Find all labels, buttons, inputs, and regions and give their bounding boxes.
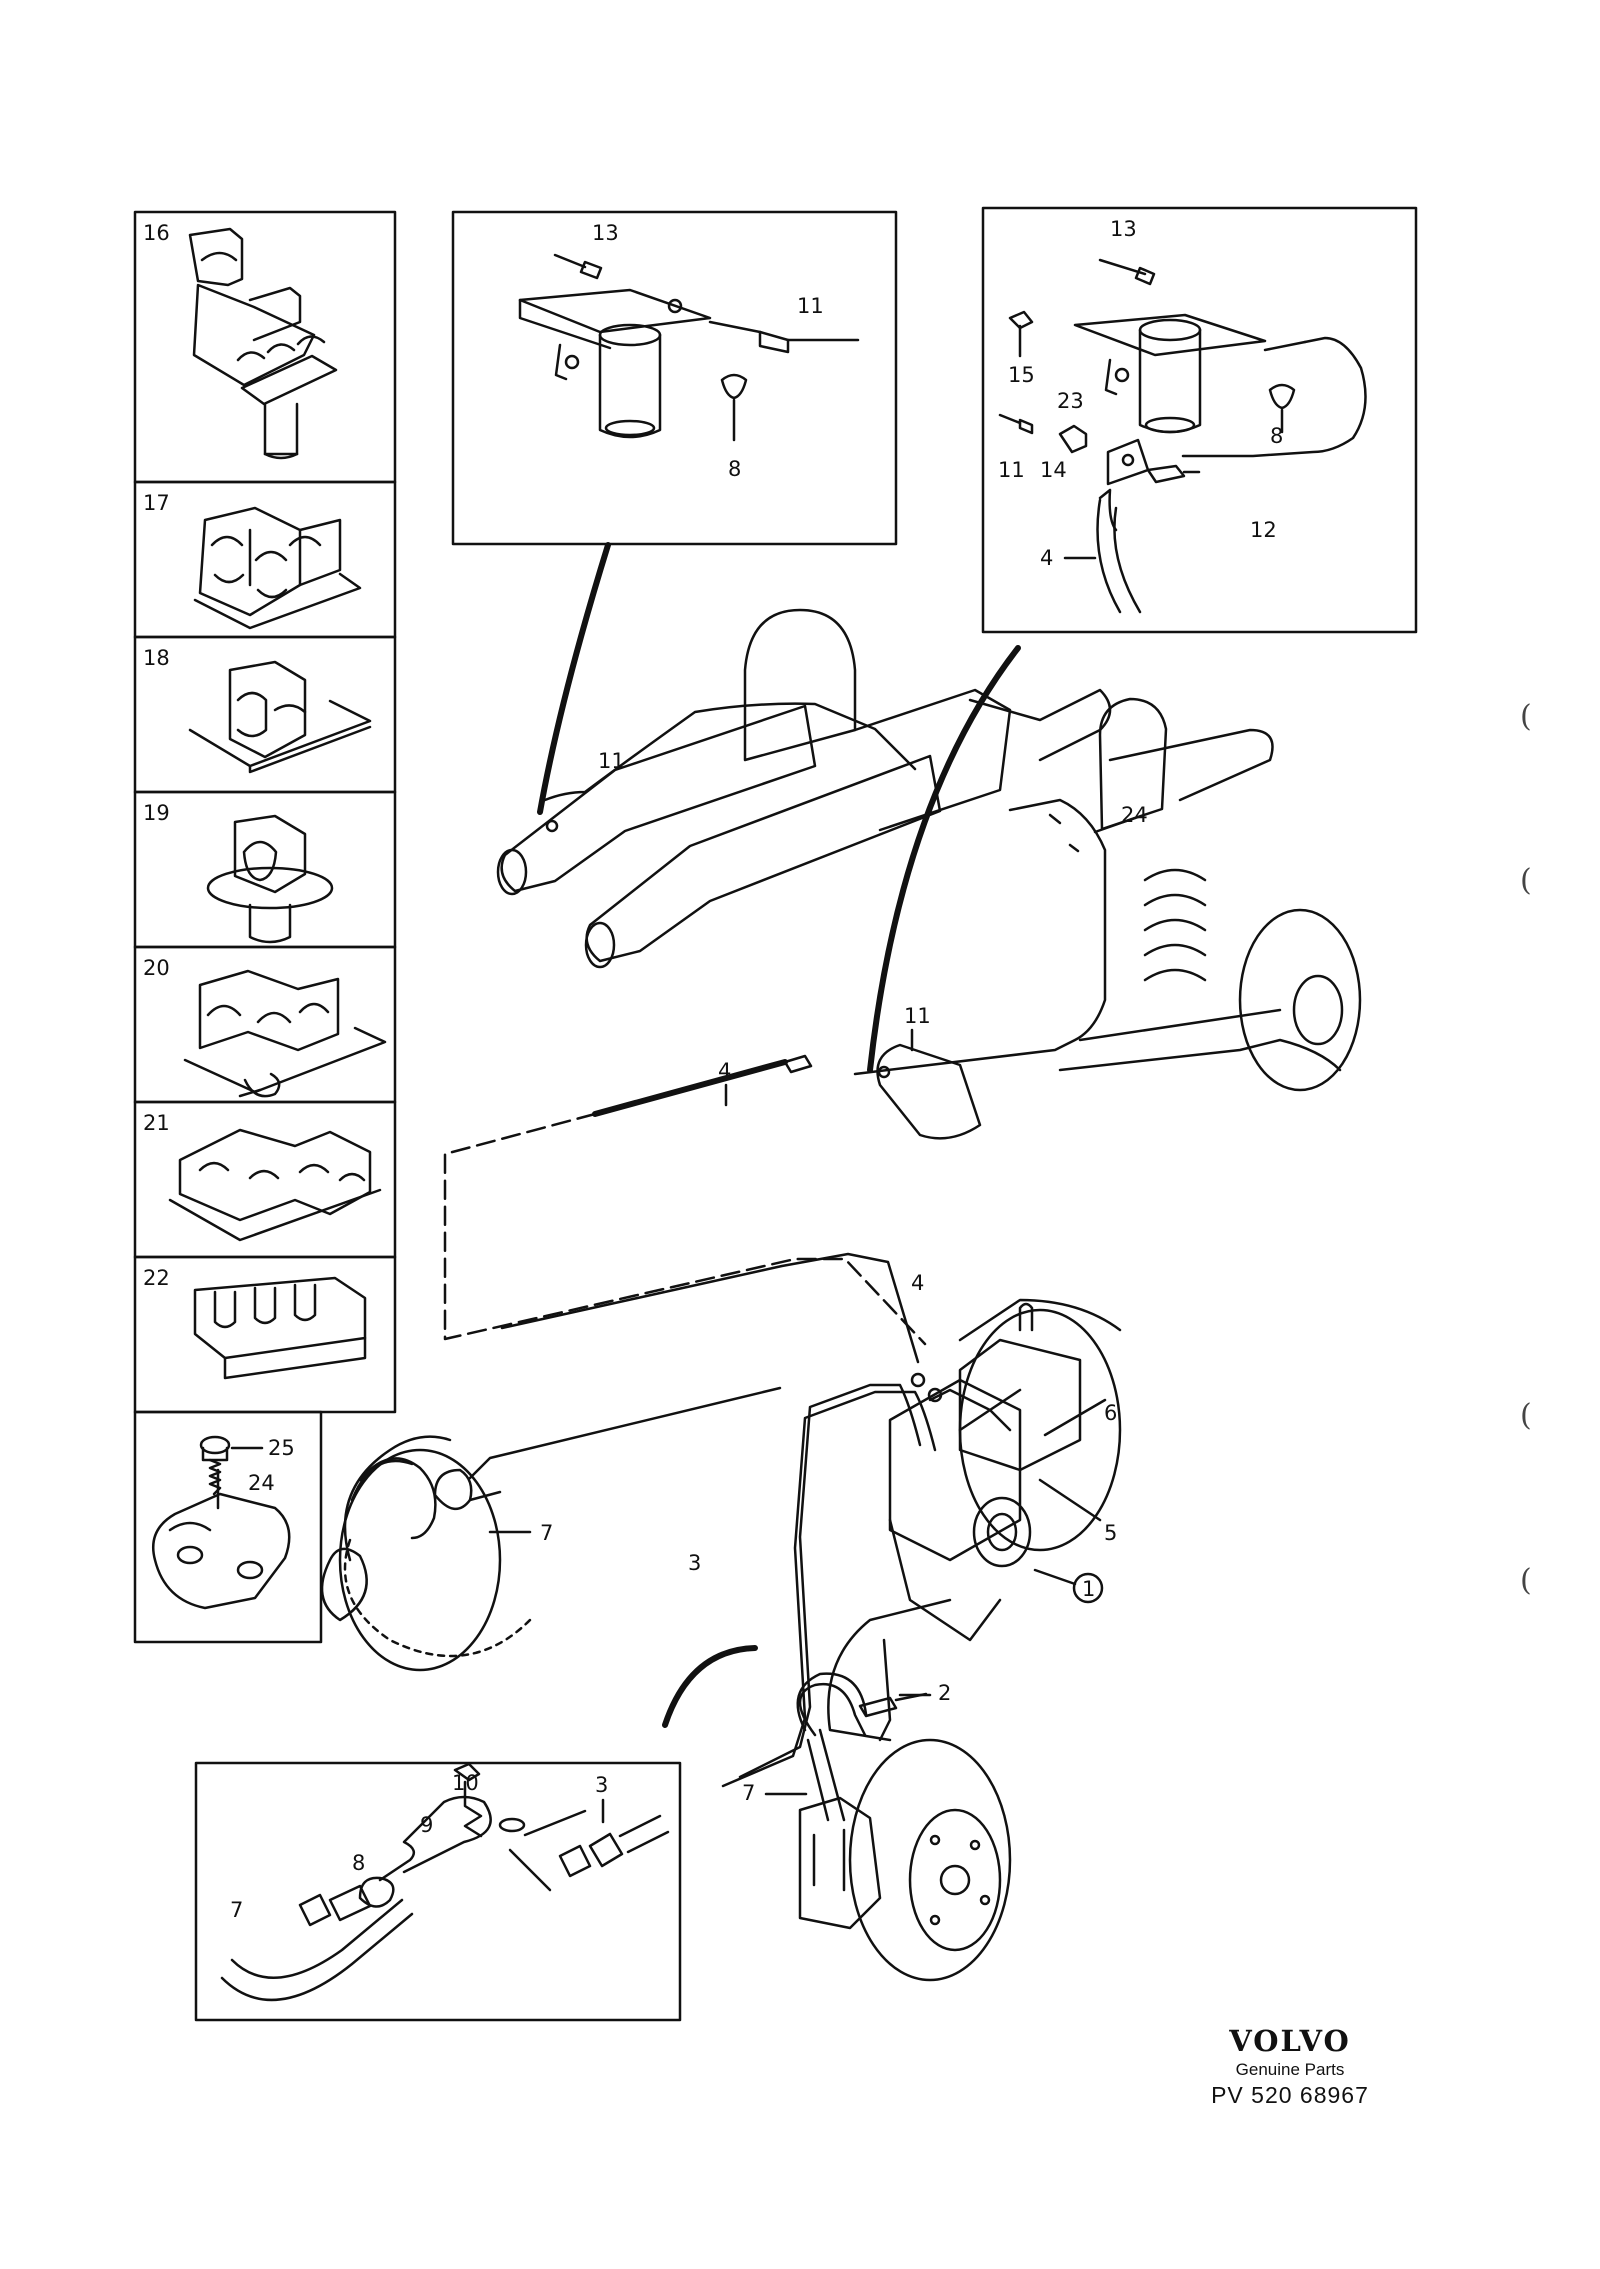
inset-leader-bottom: [662, 1645, 758, 1728]
front-left-brake: [320, 1435, 532, 1672]
callout: 3: [595, 1773, 608, 1797]
brake-hose-4: [592, 1059, 788, 1117]
margin-mark: (: [1520, 863, 1532, 898]
callout: 23: [1057, 389, 1084, 413]
callout: 2: [938, 1681, 951, 1705]
clip-19-icon: [206, 814, 334, 944]
dashed-routing: [443, 1112, 927, 1346]
inset-leader-right: [867, 645, 1021, 1073]
callout: 6: [1104, 1401, 1117, 1425]
screw-25-icon: [199, 1435, 264, 1496]
clip-21-icon: [168, 1128, 382, 1242]
clip-number: 19: [143, 801, 170, 825]
clip-box-19: [133, 790, 397, 949]
rear-axle-assembly: 11 24 11 4: [496, 608, 1362, 1140]
clip-label: 24: [248, 1471, 275, 1495]
brake-booster-assembly: [468, 1252, 1122, 1788]
callout: 4: [1040, 546, 1053, 570]
clip-number: 21: [143, 1111, 170, 1135]
clip-20-icon: [183, 969, 387, 1098]
clip-18-icon: [188, 660, 372, 774]
margin-mark: (: [1520, 1398, 1532, 1433]
clip-number: 22: [143, 1266, 170, 1290]
clip-box-22: [133, 1255, 397, 1414]
margin-mark: (: [1520, 699, 1532, 734]
callout: 8: [352, 1851, 365, 1875]
callout: 13: [1110, 217, 1137, 241]
inset-bottom: 10 3 9 8 7: [194, 1761, 682, 2022]
callout: 10: [452, 1771, 479, 1795]
callout-circled: 1: [1082, 1577, 1095, 1601]
callout: 8: [728, 457, 741, 481]
callout: 7: [742, 1781, 755, 1805]
clip-panel: 16 17 18 19 20 21 22: [133, 210, 397, 1644]
callout: 11: [904, 1004, 931, 1028]
inset-top-center: 13 11 8: [451, 210, 898, 546]
callout: 9: [420, 1813, 433, 1837]
brand-subtitle: Genuine Parts: [1235, 2060, 1345, 2079]
margin-mark: (: [1520, 1563, 1532, 1598]
clip-22-icon: [193, 1276, 367, 1380]
callout: 5: [1104, 1521, 1117, 1545]
diagram-code: PV 520 68967: [1211, 2082, 1369, 2108]
callout: 24: [1121, 803, 1148, 827]
front-right-brake: [796, 1598, 1012, 1982]
hose-fitting: [783, 1054, 813, 1074]
clip-24-icon: [152, 1468, 291, 1610]
clip-number: 20: [143, 956, 170, 980]
volvo-brand-block: VOLVO Genuine Parts PV 520 68967: [1200, 2027, 1380, 2109]
callout: 11: [598, 749, 625, 773]
clip-number: 16: [143, 221, 170, 245]
callout: 4: [911, 1271, 924, 1295]
callout: 8: [1270, 424, 1283, 448]
callout: 13: [592, 221, 619, 245]
callout: 15: [1008, 363, 1035, 387]
clip-box-20: [133, 945, 397, 1104]
inset-top-right: 13 15 23 8 11 14 12 4: [981, 206, 1418, 634]
clip-number: 17: [143, 491, 170, 515]
inset-leader-left: [537, 542, 611, 815]
callout: 12: [1250, 518, 1277, 542]
callout: 7: [230, 1898, 243, 1922]
clip-box-17: [133, 480, 397, 639]
clip-16-icon: [188, 227, 338, 460]
clip-box-25-24: [133, 1410, 323, 1644]
callout: 11: [998, 458, 1025, 482]
callout: 3: [688, 1551, 701, 1575]
clip-box-21: [133, 1100, 397, 1259]
clip-17-icon: [193, 506, 362, 630]
callout: 11: [797, 294, 824, 318]
clip-number: 18: [143, 646, 170, 670]
screw-label: 25: [268, 1436, 295, 1460]
brand-logo: VOLVO: [1229, 2024, 1351, 2058]
callout: 14: [1040, 458, 1067, 482]
callout: 7: [540, 1521, 553, 1545]
